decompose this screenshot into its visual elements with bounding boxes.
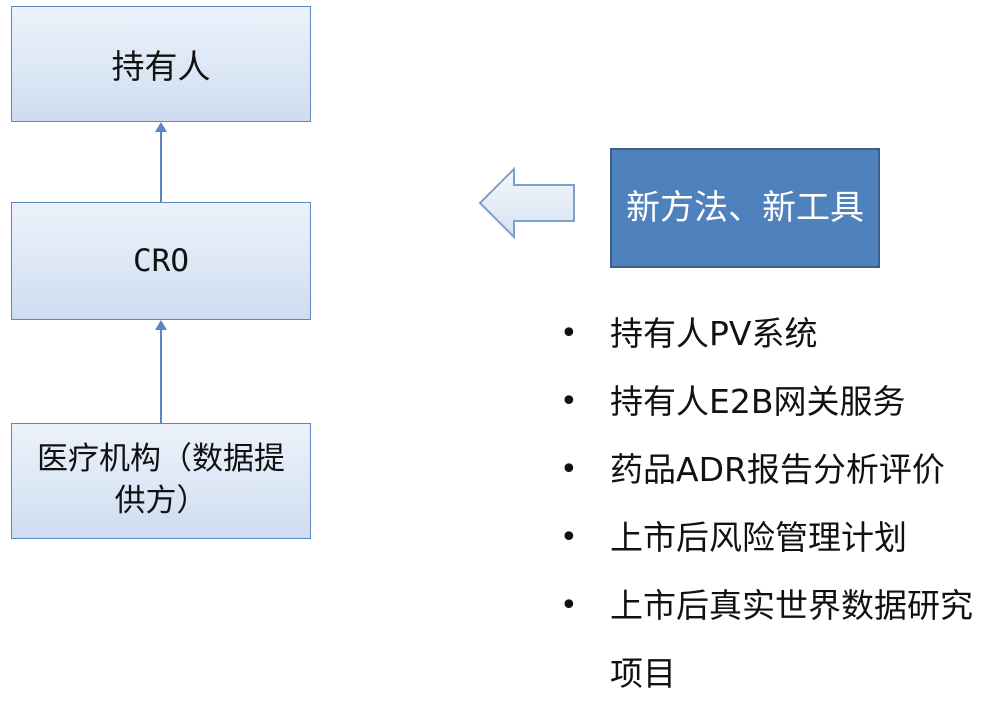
list-item-label: 持有人E2B网关服务 [610, 382, 906, 421]
connector-cro-to-holder [160, 132, 162, 202]
list-item: • 持有人PV系统 [560, 300, 990, 368]
services-bullet-list: • 持有人PV系统 • 持有人E2B网关服务 • 药品ADR报告分析评价 • 上… [560, 300, 990, 708]
list-item-label: 上市后风险管理计划 [610, 518, 907, 557]
medical-institution-label: 医疗机构（数据提供方） [37, 441, 285, 519]
cro-label: CRO [133, 243, 189, 279]
medical-institution-box: 医疗机构（数据提供方） [11, 423, 311, 539]
list-item: • 上市后真实世界数据研究项目 [560, 572, 990, 708]
list-item: • 持有人E2B网关服务 [560, 368, 990, 436]
connector-medical-to-cro [160, 330, 162, 423]
left-block-arrow-icon [478, 167, 575, 239]
list-item-label: 药品ADR报告分析评价 [610, 450, 945, 489]
new-methods-tools-box: 新方法、新工具 [610, 148, 880, 268]
bullet-icon: • [560, 452, 578, 487]
bullet-icon: • [560, 520, 578, 555]
new-methods-tools-label: 新方法、新工具 [626, 187, 864, 228]
list-item-label: 持有人PV系统 [610, 314, 818, 353]
bullet-icon: • [560, 588, 578, 623]
list-item: • 药品ADR报告分析评价 [560, 436, 990, 504]
arrowhead-holder [155, 122, 167, 132]
arrowhead-cro [155, 320, 167, 330]
bullet-icon: • [560, 384, 578, 419]
list-item-label: 上市后真实世界数据研究项目 [610, 586, 973, 693]
holder-label: 持有人 [111, 47, 211, 86]
list-item: • 上市后风险管理计划 [560, 504, 990, 572]
holder-box: 持有人 [11, 6, 311, 122]
cro-box: CRO [11, 202, 311, 320]
bullet-icon: • [560, 316, 578, 351]
